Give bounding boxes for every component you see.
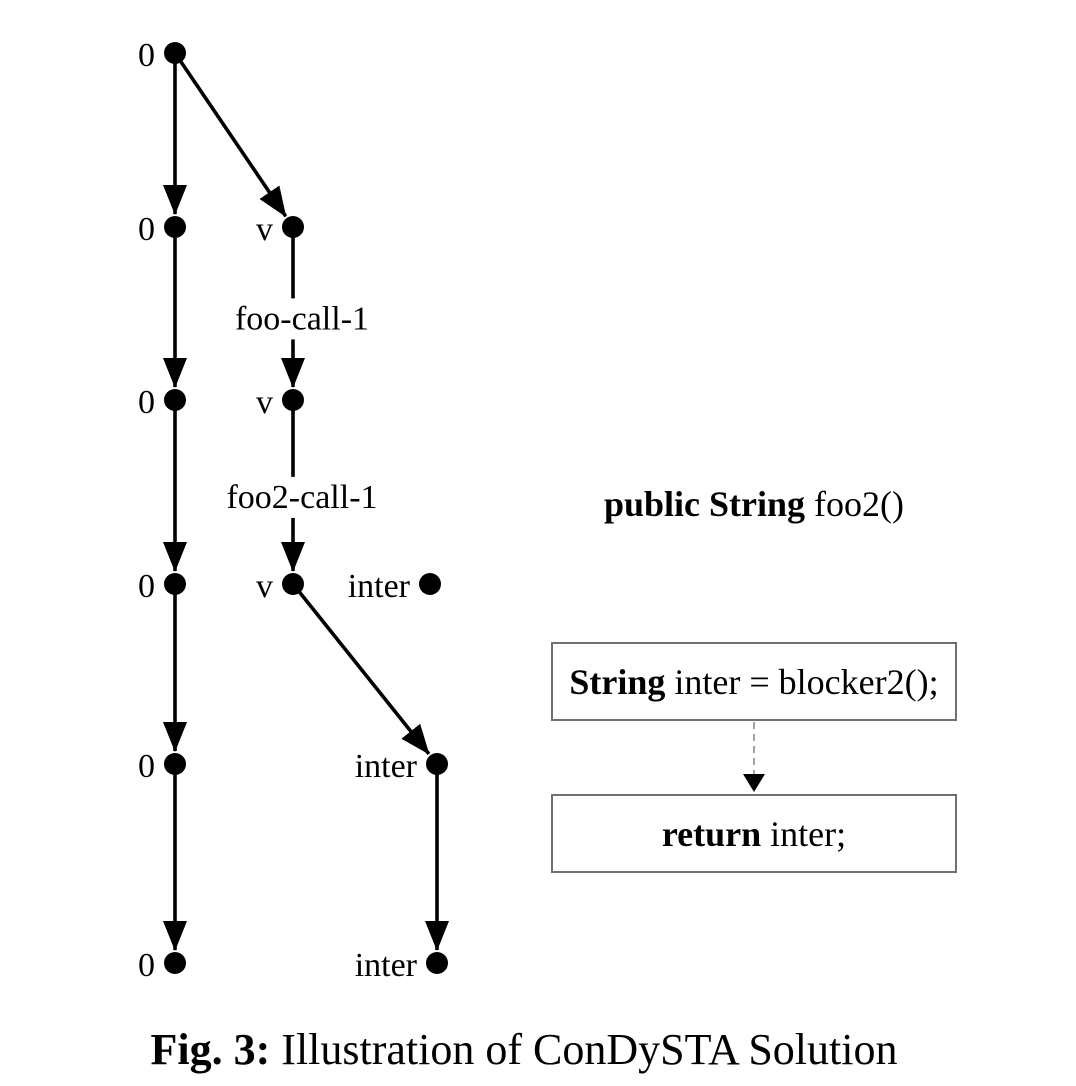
- edge-label-bg: [222, 476, 382, 518]
- node-label: 0: [138, 947, 155, 984]
- statement-box-blocker2: String inter = blocker2();: [551, 642, 957, 721]
- statement1-rest: inter = blocker2();: [665, 661, 939, 702]
- node-label: v: [256, 211, 273, 248]
- signature-keywords: public String: [603, 484, 806, 524]
- graph-node: [419, 573, 441, 595]
- edge-label-bg: [230, 298, 374, 340]
- graph-node: [164, 216, 186, 238]
- node-label: inter: [355, 947, 418, 984]
- edge-label: foo-call-1: [235, 300, 369, 337]
- caption-text: Illustration of ConDySTA Solution: [270, 1025, 898, 1074]
- statement1-keyword: String: [569, 661, 666, 702]
- method-signature: public String foo2(): [551, 481, 957, 527]
- graph-node: [164, 952, 186, 974]
- node-label: 0: [138, 384, 155, 421]
- statement-box-return: return inter;: [551, 794, 957, 873]
- edge-label: foo2-call-1: [226, 479, 377, 516]
- graph-node: [426, 952, 448, 974]
- graph-node: [164, 42, 186, 64]
- graph-edge: [291, 582, 431, 755]
- statement2-rest: inter;: [761, 813, 847, 854]
- node-label: inter: [355, 748, 418, 785]
- figure-caption: Fig. 3: Illustration of ConDySTA Solutio…: [0, 1024, 1048, 1075]
- graph-edge: [173, 51, 288, 218]
- node-label: inter: [348, 568, 411, 605]
- edge-labels-layer: foo-call-1 foo2-call-1: [222, 298, 382, 518]
- graph-node: [426, 753, 448, 775]
- node-label: v: [256, 384, 273, 421]
- node-label: 0: [138, 211, 155, 248]
- graph-node: [164, 573, 186, 595]
- node-label: 0: [138, 748, 155, 785]
- node-label: 0: [138, 37, 155, 74]
- caption-number: Fig. 3:: [150, 1025, 271, 1074]
- graph-node: [282, 216, 304, 238]
- graph-node: [282, 573, 304, 595]
- graph-node: [164, 753, 186, 775]
- node-label: 0: [138, 568, 155, 605]
- graph-node: [164, 389, 186, 411]
- graph-node: [282, 389, 304, 411]
- statement2-keyword: return: [661, 813, 762, 854]
- node-label: v: [256, 568, 273, 605]
- signature-name: foo2(): [805, 484, 905, 524]
- nodes-layer: 0 0 0 0 0 0 v v v inter inter inter: [138, 37, 448, 984]
